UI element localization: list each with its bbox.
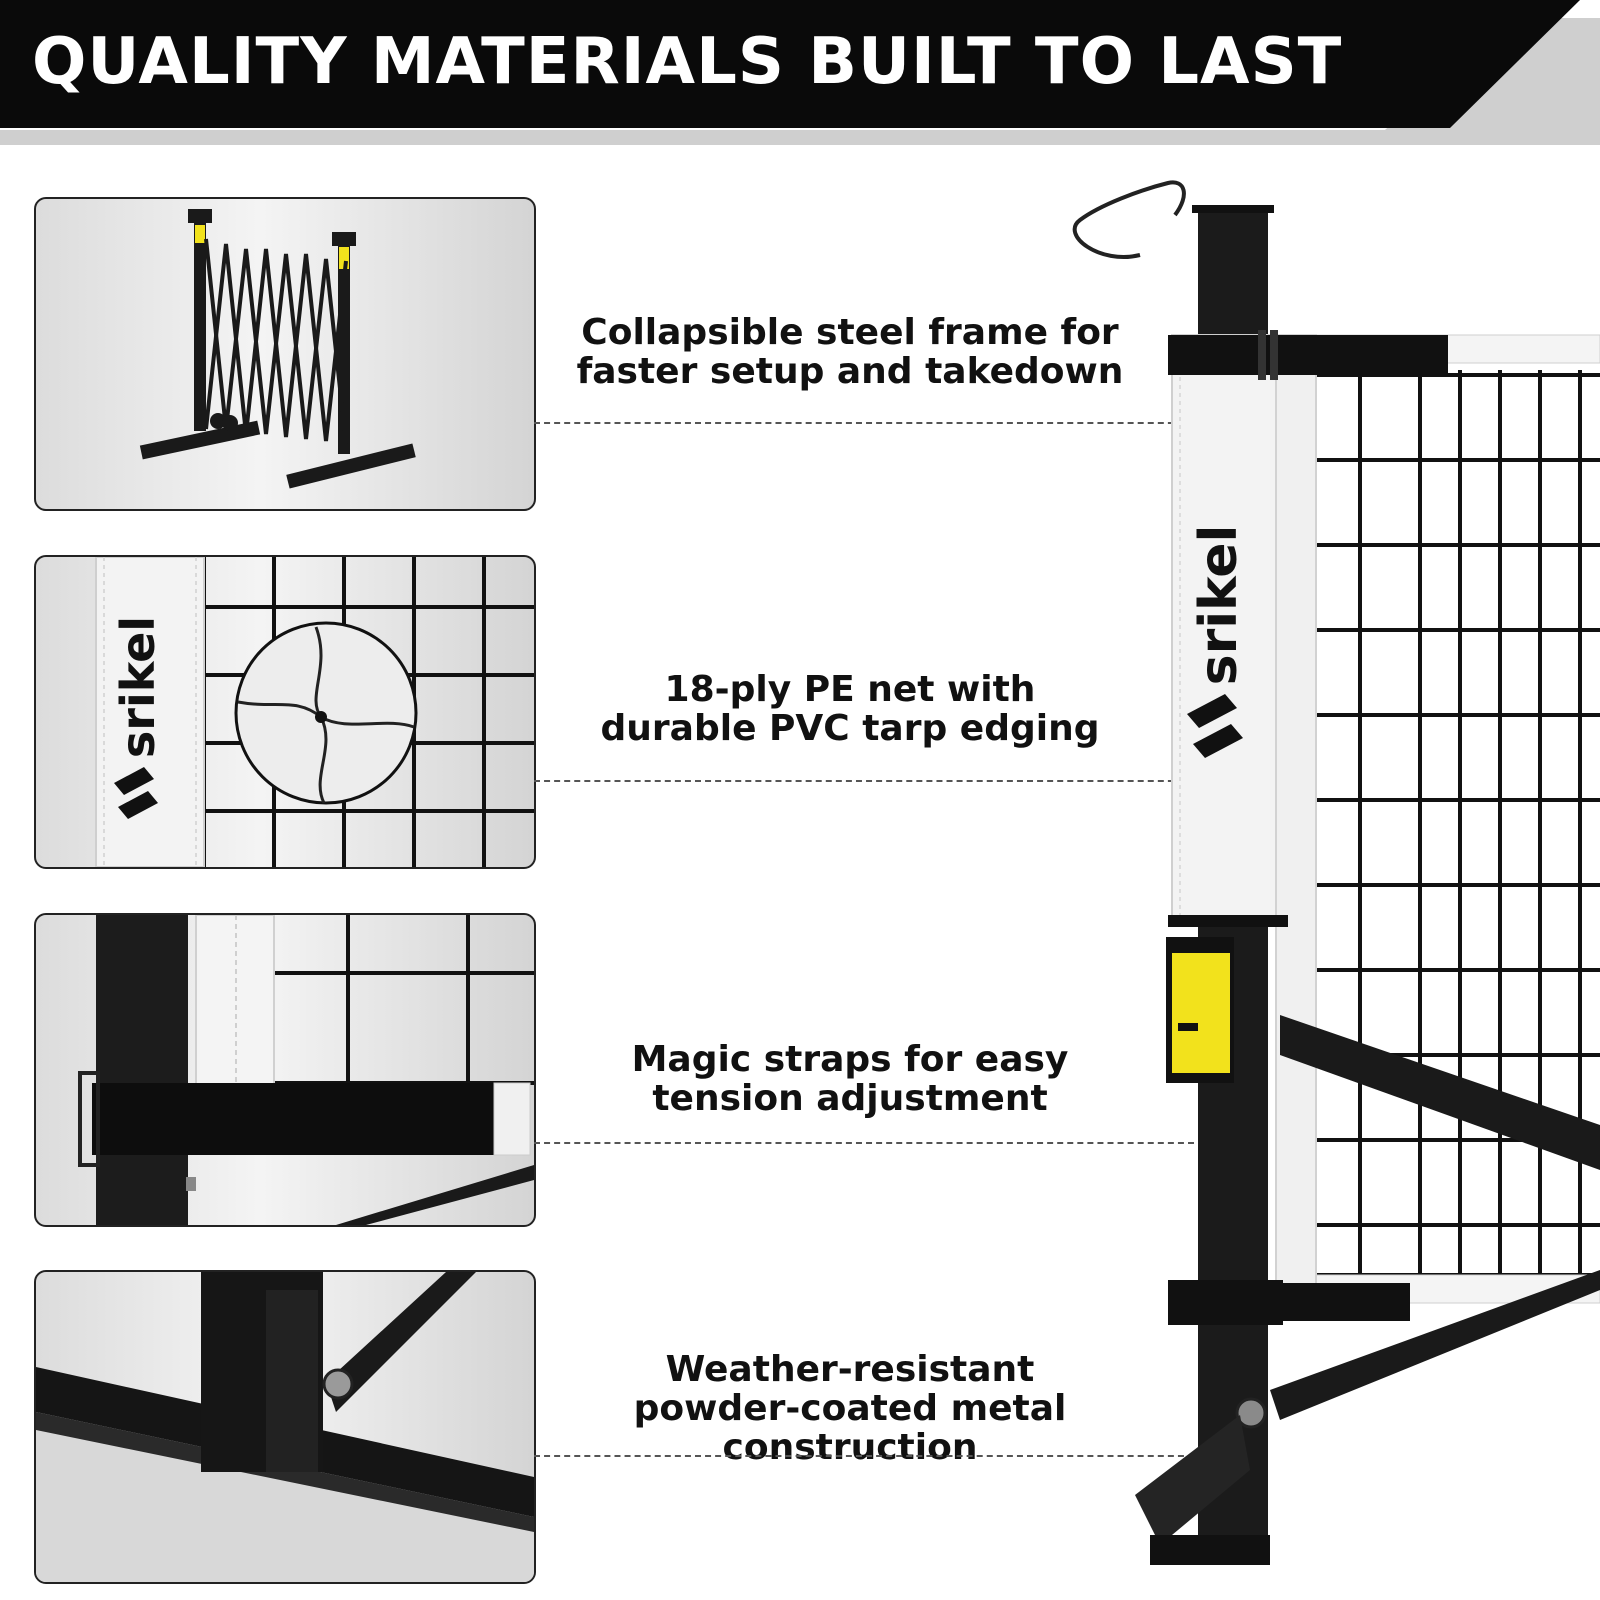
feature-frame-line1: Collapsible steel frame for	[581, 312, 1119, 353]
feature-net-line1: 18-ply PE net with	[664, 669, 1036, 710]
feature-metal-line1: Weather-resistant	[665, 1349, 1035, 1390]
header-banner: QUALITY MATERIALS BUILT TO LAST	[0, 0, 1600, 145]
panel-collapsible-frame	[34, 197, 536, 511]
post-brand-logo-icon	[1187, 694, 1243, 758]
brand-logo-icon	[114, 767, 158, 819]
collapsible-frame-illustration	[139, 209, 416, 489]
panel-net-closeup: srikel	[34, 555, 536, 869]
carry-loop-icon	[1072, 180, 1186, 259]
banner-shape	[0, 0, 1600, 145]
feature-text-metal: Weather-resistant powder-coated metal co…	[530, 1350, 1170, 1467]
feature-metal-line2: powder-coated metal construction	[633, 1388, 1067, 1468]
panel-magic-straps	[34, 913, 536, 1227]
feature-text-net: 18-ply PE net with durable PVC tarp edgi…	[530, 670, 1170, 748]
net-post-illustration: srikel	[1072, 180, 1600, 1565]
hero-net-post: srikel	[1040, 175, 1600, 1600]
feature-straps-line1: Magic straps for easy	[631, 1039, 1069, 1080]
feature-straps-line2: tension adjustment	[652, 1078, 1048, 1119]
feature-text-frame: Collapsible steel frame for faster setup…	[530, 313, 1170, 391]
feature-net-line2: durable PVC tarp edging	[600, 708, 1100, 749]
panel-metal-base	[34, 1270, 536, 1584]
post-brand-wordmark: srikel	[1189, 525, 1249, 686]
metal-base-illustration	[36, 1272, 534, 1582]
leader-line-metal	[534, 1455, 1194, 1457]
brand-wordmark: srikel	[111, 616, 165, 758]
leader-line-straps	[534, 1142, 1194, 1144]
leader-line-net	[534, 780, 1194, 782]
leader-line-frame	[534, 422, 1194, 424]
net-closeup-illustration: srikel	[95, 557, 534, 867]
page-title: QUALITY MATERIALS BUILT TO LAST	[32, 25, 1343, 99]
feature-frame-line2: faster setup and takedown	[576, 351, 1124, 392]
warning-label-icon	[1172, 953, 1230, 1073]
magic-strap-illustration	[78, 915, 534, 1225]
feature-text-straps: Magic straps for easy tension adjustment	[530, 1040, 1170, 1118]
